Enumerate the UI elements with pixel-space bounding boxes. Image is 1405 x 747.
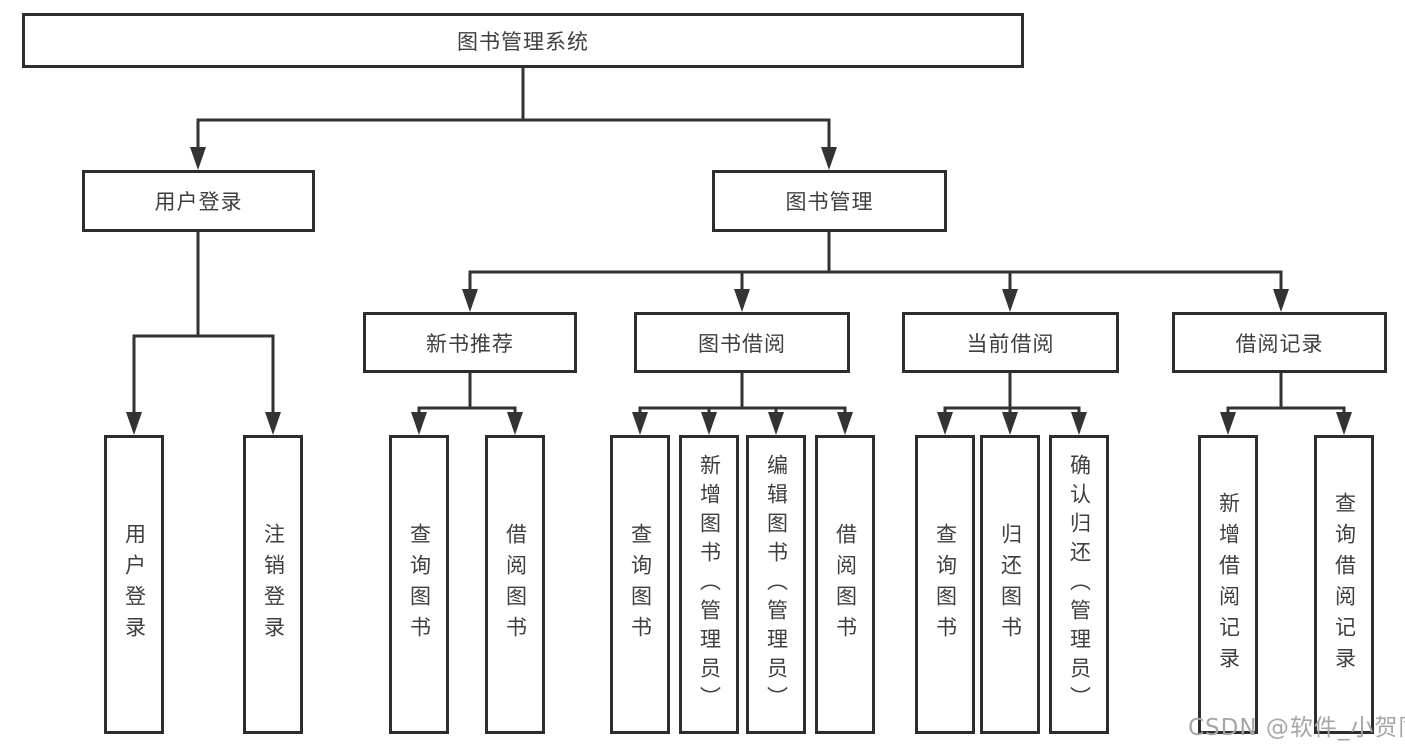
node-borrowing-records-label: 借阅记录 [1235,331,1324,356]
node-current-borrowing-label: 当前借阅 [966,331,1055,356]
leaf-query-books-1-label: 查询图书 [407,522,432,647]
leaf-return-books: 归还图书 [980,435,1040,734]
leaf-borrow-books-1-label: 借阅图书 [503,522,528,647]
leaf-return-books-label: 归还图书 [998,522,1023,647]
leaf-user-login-label: 用户登录 [122,522,147,647]
leaf-logout-label: 注销登录 [261,522,286,647]
node-root-label: 图书管理系统 [457,29,589,54]
leaf-logout: 注销登录 [243,435,303,734]
node-new-book-recommend: 新书推荐 [363,312,577,373]
leaf-query-books-1: 查询图书 [389,435,449,734]
leaf-query-books-3-label: 查询图书 [933,522,958,647]
csdn-watermark: CSDN @软件_小贺同学 [1188,715,1405,741]
leaf-add-books-admin: 新增图书（管理员） [679,435,739,734]
leaf-confirm-return-admin: 确认归还（管理员） [1049,435,1109,734]
node-book-management: 图书管理 [712,170,947,232]
leaf-add-books-admin-label: 新增图书（管理员） [697,454,722,715]
leaf-borrow-books-2-label: 借阅图书 [833,522,858,647]
node-user-login-label: 用户登录 [154,190,243,214]
leaf-add-borrow-record: 新增借阅记录 [1198,435,1258,734]
node-user-login: 用户登录 [82,170,315,232]
leaf-query-borrow-record-label: 查询借阅记录 [1332,491,1357,678]
node-borrowing-records: 借阅记录 [1172,312,1387,373]
leaf-query-borrow-record: 查询借阅记录 [1314,435,1374,734]
leaf-edit-books-admin-label: 编辑图书（管理员） [764,454,789,715]
leaf-edit-books-admin: 编辑图书（管理员） [746,435,806,734]
leaf-query-books-2: 查询图书 [610,435,670,734]
node-current-borrowing: 当前借阅 [902,312,1119,373]
node-new-book-recommend-label: 新书推荐 [426,331,514,356]
node-book-borrowing: 图书借阅 [634,312,850,373]
leaf-borrow-books-1: 借阅图书 [485,435,545,734]
leaf-borrow-books-2: 借阅图书 [815,435,875,734]
leaf-confirm-return-admin-label: 确认归还（管理员） [1067,454,1092,715]
node-book-management-label: 图书管理 [785,190,874,214]
leaf-add-borrow-record-label: 新增借阅记录 [1216,491,1241,678]
leaf-query-books-3: 查询图书 [915,435,975,734]
leaf-query-books-2-label: 查询图书 [628,522,653,647]
node-book-borrowing-label: 图书借阅 [698,331,786,356]
leaf-user-login: 用户登录 [104,435,164,734]
node-root: 图书管理系统 [22,13,1024,68]
